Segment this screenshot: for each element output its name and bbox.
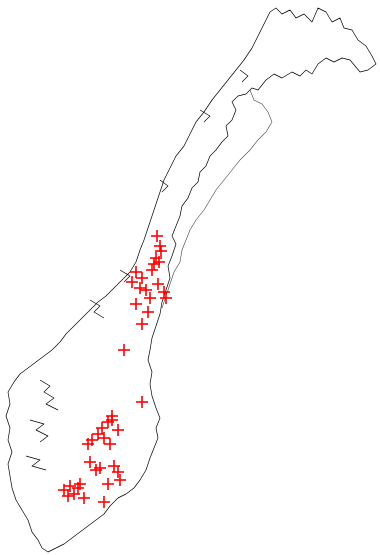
eastern-border xyxy=(161,89,273,309)
plus-marker xyxy=(84,456,96,468)
plus-marker xyxy=(118,344,130,356)
plus-marker xyxy=(154,240,166,252)
plus-marker xyxy=(82,438,94,450)
plus-marker xyxy=(160,292,172,304)
plus-marker xyxy=(153,256,165,268)
plus-marker xyxy=(140,284,152,296)
plus-marker xyxy=(134,282,146,294)
plus-marker xyxy=(74,478,86,490)
plus-marker xyxy=(112,466,124,478)
plus-marker xyxy=(98,496,110,508)
plus-marker xyxy=(136,318,148,330)
plus-marker xyxy=(112,424,124,436)
plus-marker xyxy=(130,298,142,310)
plus-marker xyxy=(152,278,164,290)
plus-marker xyxy=(151,230,163,242)
plus-marker xyxy=(104,438,116,450)
plus-marker xyxy=(114,474,126,486)
plus-marker xyxy=(142,306,154,318)
plus-marker xyxy=(148,258,160,270)
plus-marker xyxy=(144,292,156,304)
plus-marker xyxy=(155,245,167,257)
plus-marker xyxy=(136,272,148,284)
plus-marker xyxy=(102,478,114,490)
plus-marker xyxy=(78,492,90,504)
observation-markers xyxy=(58,230,172,508)
plus-marker xyxy=(98,432,110,444)
fjord-lines xyxy=(25,69,249,471)
country-outline xyxy=(5,7,377,553)
plus-marker xyxy=(136,396,148,408)
plus-marker xyxy=(158,286,170,298)
plus-marker xyxy=(106,414,118,426)
plus-marker xyxy=(90,464,102,476)
coastline-outline xyxy=(5,7,377,553)
plus-marker xyxy=(146,264,158,276)
plus-marker xyxy=(126,276,138,288)
plus-marker xyxy=(62,490,74,502)
plus-marker xyxy=(130,266,142,278)
plus-marker xyxy=(68,488,80,500)
